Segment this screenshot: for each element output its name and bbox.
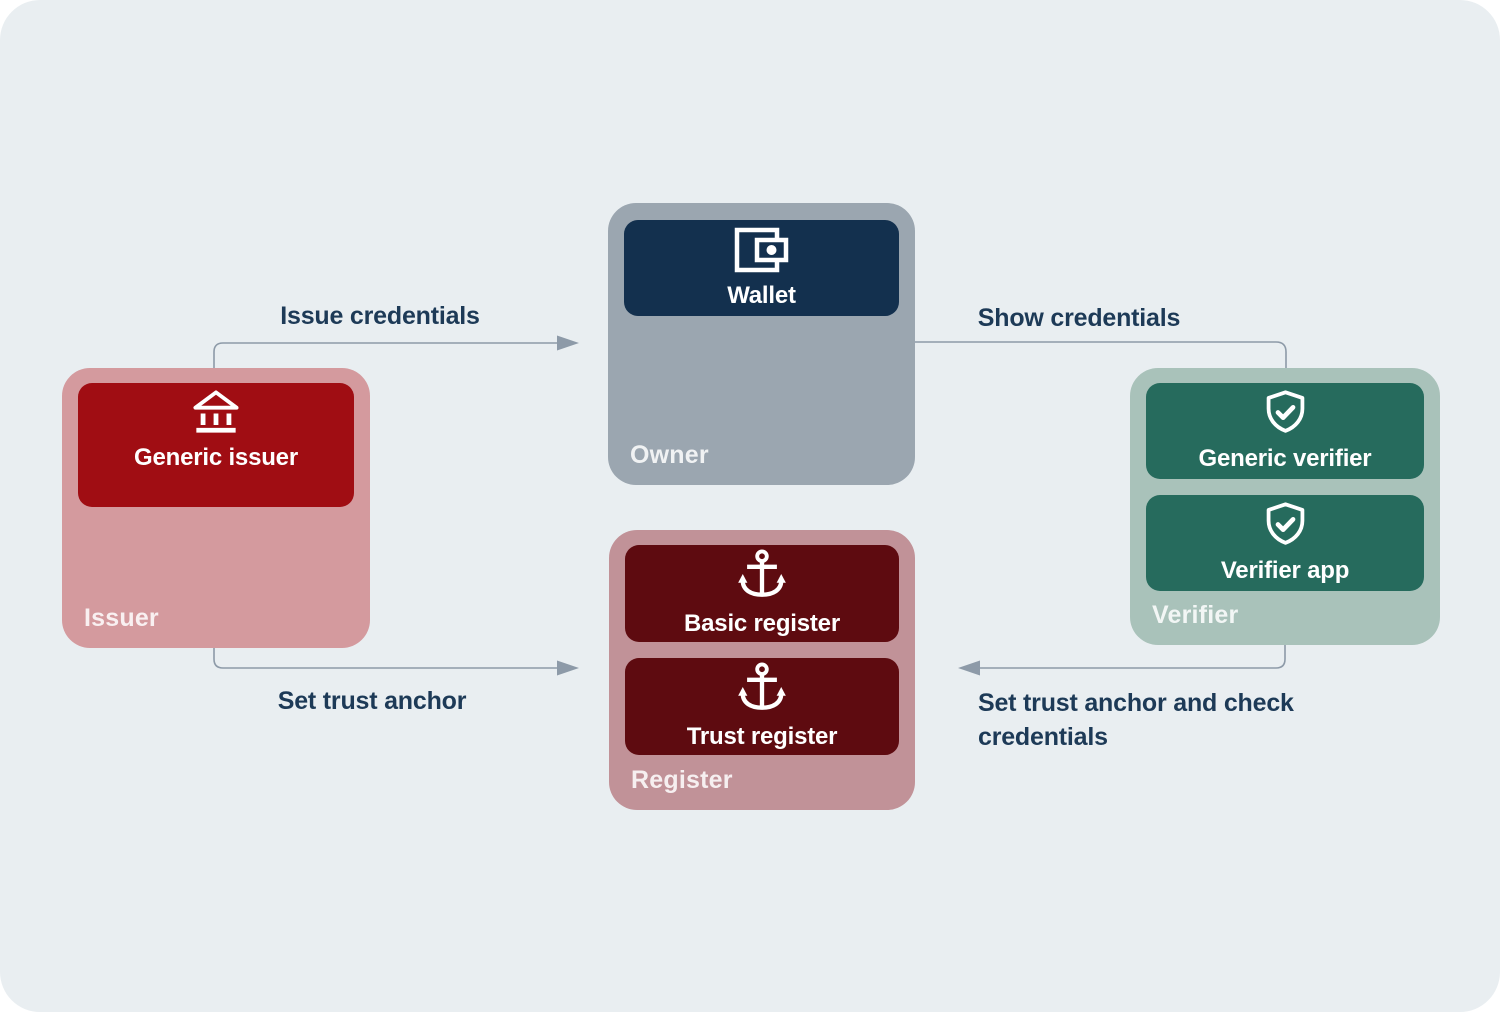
verifier-group-label: Verifier bbox=[1152, 601, 1239, 629]
node-label: Generic verifier bbox=[1198, 445, 1372, 472]
arrow-label-show-credentials: Show credentials bbox=[977, 304, 1181, 332]
node-label: Wallet bbox=[727, 281, 796, 309]
arrowhead-left-icon bbox=[958, 660, 980, 676]
node-label: Trust register bbox=[686, 723, 838, 750]
issuer-group: Generic issuer Issuer bbox=[62, 368, 370, 648]
anchor-icon bbox=[737, 662, 787, 714]
wallet-icon bbox=[734, 227, 790, 273]
anchor-icon bbox=[737, 549, 787, 601]
shield-check-icon bbox=[1262, 389, 1309, 436]
basic-register-node: Basic register bbox=[625, 545, 899, 642]
show-credentials-arrow bbox=[915, 341, 1287, 368]
arrow-label-set-trust-anchor: Set trust anchor bbox=[277, 687, 467, 715]
issue-credentials-arrow bbox=[213, 335, 579, 368]
arrow-label-issue-credentials: Issue credentials bbox=[280, 302, 480, 330]
shield-check-icon bbox=[1262, 501, 1309, 548]
arrowhead-right-icon bbox=[557, 335, 579, 351]
node-label: Verifier app bbox=[1220, 557, 1350, 584]
issuer-group-label: Issuer bbox=[84, 604, 159, 632]
register-group: Basic register Trust register Register bbox=[609, 530, 915, 810]
set-trust-anchor-arrow bbox=[213, 648, 579, 676]
node-label: Generic issuer bbox=[134, 443, 298, 471]
trust-register-node: Trust register bbox=[625, 658, 899, 755]
node-label: Basic register bbox=[684, 610, 840, 637]
owner-group: Wallet Owner bbox=[608, 203, 915, 485]
verifier-app-node: Verifier app bbox=[1146, 495, 1424, 591]
generic-verifier-node: Generic verifier bbox=[1146, 383, 1424, 479]
arrow-label-set-trust-anchor-check: Set trust anchor and check credentials bbox=[978, 689, 1294, 751]
generic-issuer-node: Generic issuer bbox=[78, 383, 354, 507]
wallet-node: Wallet bbox=[624, 220, 899, 316]
verifier-group: Generic verifier Verifier app Verifier bbox=[1130, 368, 1440, 645]
arrowhead-right-icon bbox=[557, 660, 579, 676]
set-trust-anchor-check-arrow bbox=[958, 645, 1286, 676]
bank-icon bbox=[189, 389, 243, 435]
owner-group-label: Owner bbox=[630, 441, 709, 469]
register-group-label: Register bbox=[631, 766, 733, 794]
